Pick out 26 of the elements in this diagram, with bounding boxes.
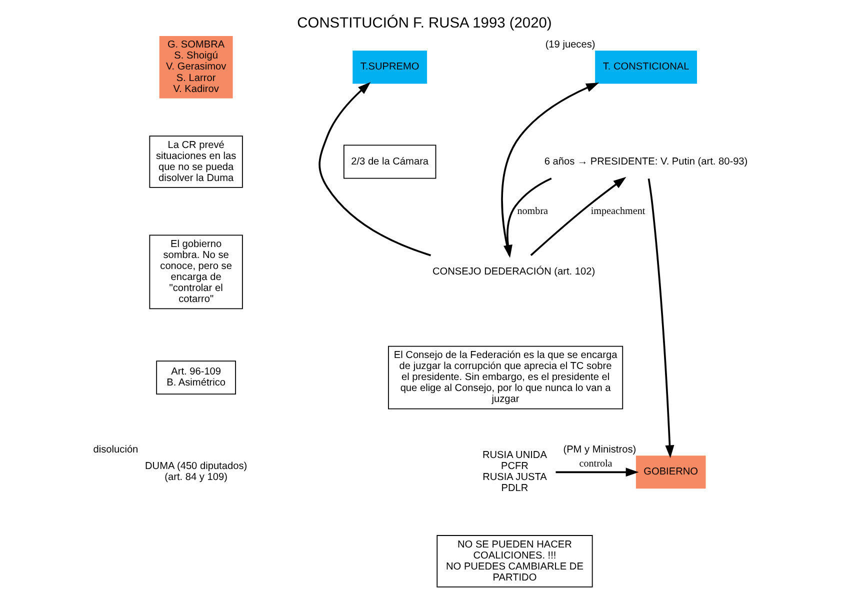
diagram-title: CONSTITUCIÓN F. RUSA 1993 (2020) (296, 15, 552, 32)
node-text: 6 años → PRESIDENTE: V. Putin (art. 80-93) (544, 156, 748, 168)
node-box: T.SUPREMO (352, 50, 427, 84)
arrow (500, 82, 599, 256)
node-label: (19 jueces) (544, 40, 595, 51)
arrow (555, 468, 638, 477)
node-box: La CR prevé situaciones en las que no se pueda disolver la Duma (148, 136, 242, 188)
node-box: NO SE PUEDEN HACER COALICIONES. !!! NO PUEDES CAMBIARLE DE PARTIDO (436, 535, 592, 588)
node-label: (PM y Ministros) (562, 444, 636, 456)
node-box: T. CONSTICIONAL (594, 50, 697, 84)
arrow (318, 82, 431, 256)
node-text: RUSIA UNIDA PCFR RUSIA JUSTA PDLR (482, 450, 546, 494)
node-box: Art. 96-109 B. Asimétrico (156, 360, 236, 395)
arrow (530, 176, 626, 256)
edge-label: impeachment (590, 206, 645, 217)
node-box: GOBIERNO (635, 456, 706, 489)
node-text: DUMA (450 diputados) (art. 84 y 109) (144, 461, 247, 484)
edge-label: controla (578, 458, 612, 470)
node-box: El gobierno sombra. No se conoce, pero se encarga de "controlar el cotarro" (148, 234, 242, 310)
node-box: El Consejo de la Federación es la que se encarga de juzgar la corrupción que aprecia el TC sobre el presidente. Sin embargo, es el presidente el que elige al Consejo, por lo que nunca lo van a juzgar (388, 346, 623, 410)
arrow (647, 178, 674, 458)
node-box: 2/3 de la Cámara (342, 144, 436, 179)
edge-label: nombra (516, 206, 548, 217)
node-text: CONSEJO DEDERACIÓN (art. 102) (432, 266, 595, 278)
node-box: G. SOMBRA S. Shoigú V. Gerasimov S. Larror V. Kadirov (158, 36, 232, 98)
node-label: disolución (92, 444, 138, 456)
